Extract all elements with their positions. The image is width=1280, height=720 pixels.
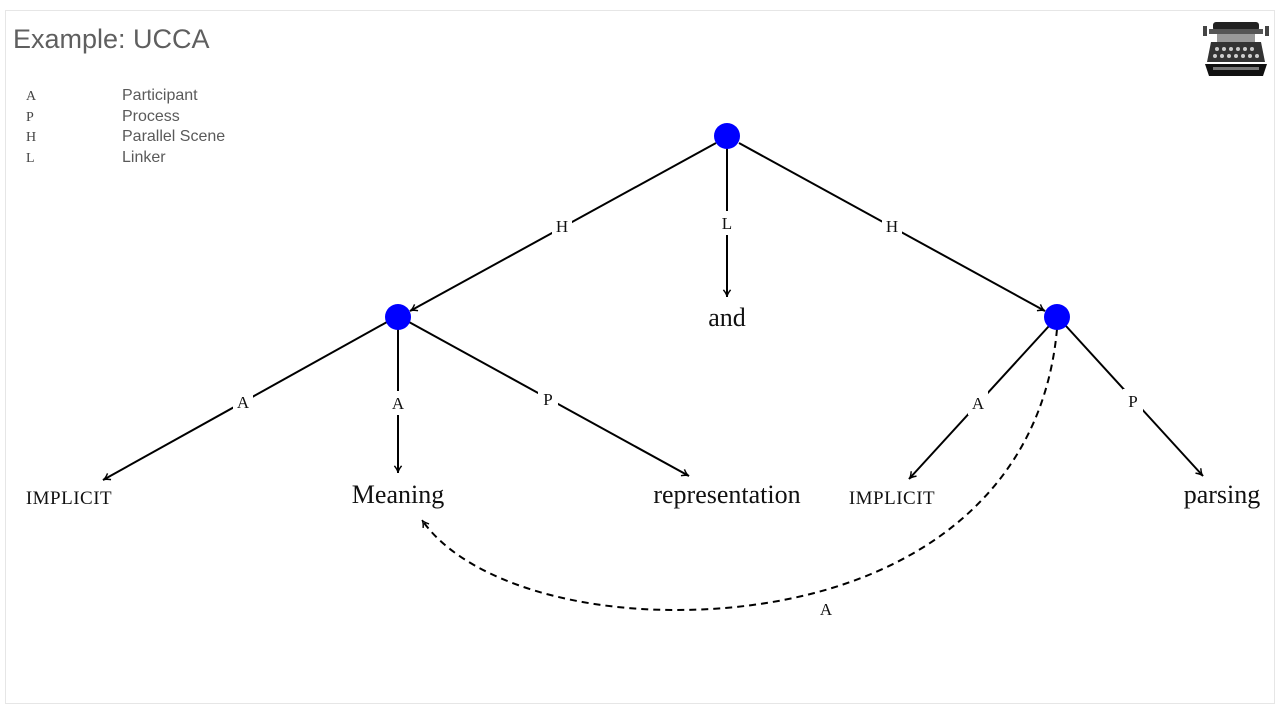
legend-row-linker: L Linker: [26, 148, 225, 169]
legend-code: L: [26, 150, 35, 166]
terminal-representation: representation: [653, 480, 800, 509]
edge-scene1-to-implicit1-label: A: [237, 393, 250, 412]
legend-row-process: P Process: [26, 107, 225, 128]
edge-scene1-to-meaning-label-bg: [388, 391, 408, 415]
edge-root-to-scene1-label: H: [556, 217, 568, 236]
unit-node-scene2: [1044, 304, 1070, 330]
legend-code: P: [26, 109, 34, 125]
edge-scene1-to-implicit1-label-bg: [233, 390, 253, 414]
typewriter-icon: [1203, 22, 1269, 76]
legend-description: Process: [122, 107, 180, 125]
legend-description: Parallel Scene: [122, 128, 226, 145]
edge-scene2-to-implicit2-label: A: [972, 394, 985, 413]
edge-root-to-and-label: L: [722, 214, 732, 233]
terminal-implicit1: IMPLICIT: [26, 488, 112, 509]
edge-scene2-to-meaning: [421, 328, 1058, 612]
legend-code: H: [26, 130, 37, 145]
terminal-and: and: [708, 303, 746, 332]
edge-root-to-and-label-bg: [717, 211, 737, 235]
legend-row-participant: A Participant: [26, 86, 225, 107]
terminal-implicit2: IMPLICIT: [849, 488, 935, 509]
edge-scene1-to-meaning-label: A: [392, 394, 405, 413]
edge-root-to-scene1-label-bg: [552, 214, 572, 238]
unit-node-scene1: [385, 304, 411, 330]
slide: [5, 10, 1275, 704]
terminal-meaning: Meaning: [352, 480, 444, 509]
edge-root-to-scene2-label-bg: [882, 214, 902, 238]
edge-layer: H L H A A P A P A: [102, 142, 1204, 621]
edge-scene2-to-meaning-label: A: [820, 600, 833, 619]
edge-scene1-to-representation-label-bg: [538, 387, 558, 411]
edge-root-to-scene2-label: H: [886, 217, 898, 236]
edge-scene1-to-representation-label: P: [543, 390, 552, 409]
edge-scene2-to-parsing-label-bg: [1123, 389, 1143, 413]
legend-description: Participant: [122, 87, 198, 104]
edge-scene2-to-implicit2-label-bg: [968, 391, 988, 415]
edge-scene2-to-parsing-label: P: [1128, 392, 1137, 411]
slide-title: Example: UCCA: [13, 24, 210, 54]
legend-row-parallel-scene: H Parallel Scene: [26, 127, 225, 148]
terminal-parsing: parsing: [1184, 480, 1261, 509]
unit-node-root: [714, 123, 740, 149]
legend-code: A: [26, 89, 37, 104]
legend-description: Linker: [122, 148, 166, 166]
edge-scene2-to-meaning-label-bg: [816, 597, 836, 621]
